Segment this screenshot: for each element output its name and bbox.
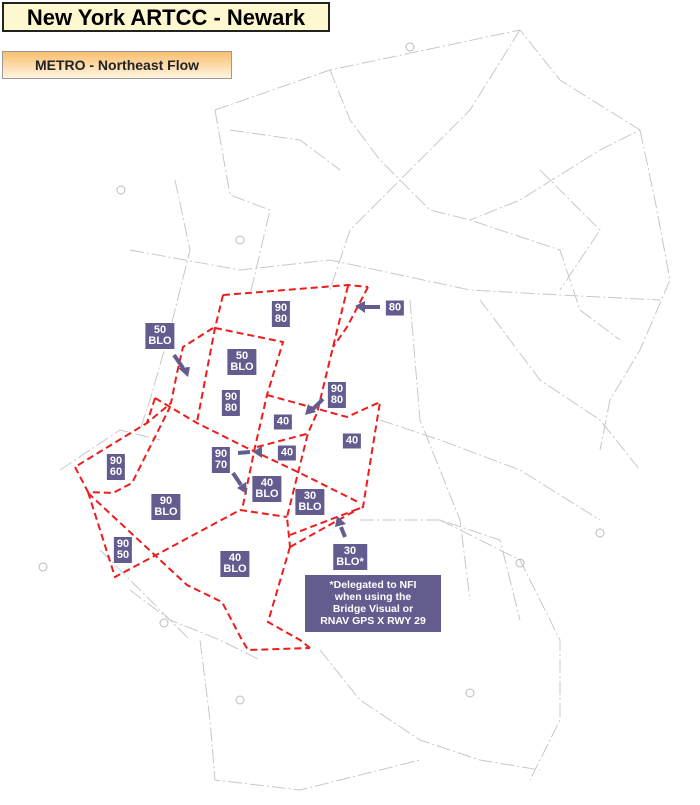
flow-badge: METRO - Northeast Flow <box>2 51 232 79</box>
note-line: *Delegated to NFI <box>329 579 417 591</box>
background-navaids <box>38 42 605 705</box>
sector-boundaries <box>74 283 382 652</box>
altitude-label: 90 80 <box>221 390 241 416</box>
altitude-label: 90 50 <box>113 537 133 563</box>
delegation-note: *Delegated to NFI when using the Bridge … <box>305 575 441 632</box>
altitude-label: 90 80 <box>271 301 291 327</box>
altitude-label: 40 BLO <box>220 551 250 577</box>
altitude-label: 40 BLO <box>252 476 282 502</box>
flow-arrows <box>172 301 380 538</box>
altitude-label: 90 80 <box>327 382 347 408</box>
altitude-label: 80 <box>385 300 405 316</box>
altitude-label: 40 <box>342 433 362 449</box>
altitude-label: 90 70 <box>211 447 231 473</box>
note-line: when using the <box>334 591 412 603</box>
altitude-label: 90 BLO <box>151 494 181 520</box>
background-airspace-lines <box>59 29 671 791</box>
note-line: Bridge Visual or <box>332 603 414 615</box>
altitude-label: 40 <box>277 445 297 461</box>
altitude-label: 40 <box>273 414 293 430</box>
altitude-label: 50 BLO <box>145 323 175 349</box>
altitude-label: 30 BLO <box>295 489 325 515</box>
note-line: RNAV GPS X RWY 29 <box>320 615 426 627</box>
altitude-label: 30 BLO* <box>333 544 367 570</box>
altitude-label: 90 60 <box>106 454 126 480</box>
page-title: New York ARTCC - Newark <box>2 2 330 32</box>
altitude-label: 50 BLO <box>227 349 257 375</box>
